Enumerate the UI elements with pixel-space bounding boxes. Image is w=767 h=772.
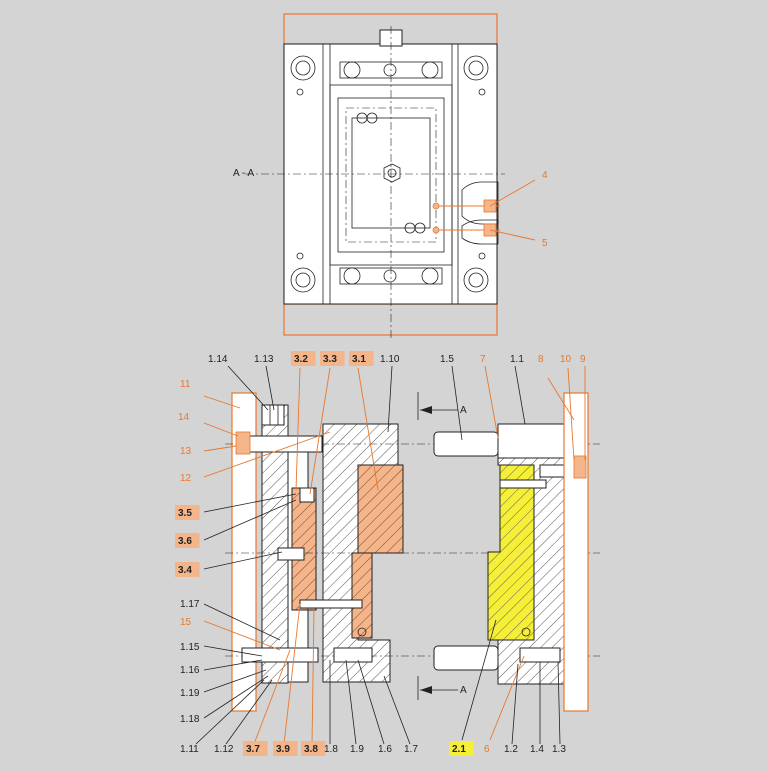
core-plate xyxy=(322,423,399,683)
callout-5: 5 xyxy=(542,238,548,249)
label-row-bottom: 1.11 1.12 3.7 3.9 3.8 1.8 1.9 1.6 1.7 2.1 6 1.2 1.4 1… xyxy=(180,741,566,756)
left-label-11: 1.19 xyxy=(180,688,200,699)
bottom-badge-4 xyxy=(301,741,326,756)
guide-pillar-tr xyxy=(463,55,489,81)
left-label-7: 1.17 xyxy=(180,599,200,610)
top-label-4: 3.1 xyxy=(352,354,366,365)
clamp-plate-9 xyxy=(563,392,589,712)
left-badge-6 xyxy=(175,562,200,577)
section-label: A - A xyxy=(233,168,254,179)
top-label-11: 9 xyxy=(580,354,586,365)
top-label-6: 1.5 xyxy=(440,354,454,365)
left-label-4: 3.5 xyxy=(178,508,192,519)
callout-4: 4 xyxy=(542,170,548,181)
top-label-9: 8 xyxy=(538,354,544,365)
bottom-label-11: 1.2 xyxy=(504,744,518,755)
guide-pillar-bl xyxy=(290,267,316,293)
leader-lines xyxy=(195,365,586,745)
cavity-insert-2-1 xyxy=(487,464,535,641)
top-label-8: 1.1 xyxy=(510,354,524,365)
bottom-label-13: 1.3 xyxy=(552,744,566,755)
top-label-3: 3.3 xyxy=(323,354,337,365)
top-badge-2 xyxy=(291,351,316,366)
bottom-label-5: 1.8 xyxy=(324,744,338,755)
bottom-badge-9 xyxy=(449,741,474,756)
top-label-10: 10 xyxy=(560,354,572,365)
left-label-9: 1.15 xyxy=(180,642,200,653)
left-label-0: 11 xyxy=(180,379,191,390)
leader-pin-top xyxy=(433,431,499,457)
left-label-5: 3.6 xyxy=(178,536,192,547)
bottom-label-6: 1.9 xyxy=(350,744,364,755)
bottom-label-0: 1.11 xyxy=(180,744,199,755)
core-insert-3-1 xyxy=(357,464,404,554)
sprue-hex xyxy=(383,163,401,183)
label-row-top: 1.14 1.13 3.2 3.3 3.1 1.10 1.5 7 1.1 8 10 9 xyxy=(208,351,586,366)
bottom-label-2: 3.7 xyxy=(246,744,260,755)
top-badge-4 xyxy=(349,351,374,366)
top-label-5: 1.10 xyxy=(380,354,400,365)
bottom-label-8: 1.7 xyxy=(404,744,418,755)
left-label-3: 12 xyxy=(180,473,192,484)
left-badge-4 xyxy=(175,505,200,520)
bottom-label-12: 1.4 xyxy=(530,744,544,755)
bottom-badge-2 xyxy=(243,741,268,756)
bottom-label-10: 6 xyxy=(484,744,490,755)
top-view xyxy=(245,13,536,340)
bottom-label-9: 2.1 xyxy=(452,744,466,755)
cut-mark-bottom: A xyxy=(460,685,467,696)
bottom-label-1: 1.12 xyxy=(214,744,234,755)
guide-pillar-tl xyxy=(290,55,316,81)
top-label-0: 1.14 xyxy=(208,354,228,365)
left-label-1: 14 xyxy=(178,412,190,423)
left-label-8: 15 xyxy=(180,617,192,628)
left-label-2: 13 xyxy=(180,446,192,457)
section-view xyxy=(225,392,600,712)
bottom-badge-3 xyxy=(273,741,298,756)
left-label-6: 3.4 xyxy=(178,565,192,576)
bottom-label-3: 3.9 xyxy=(276,744,290,755)
label-column-left: 11 14 13 12 3.5 3.6 3.4 1.17 15 1.15 1.16 1.19 1.18 xyxy=(175,379,200,725)
bottom-label-7: 1.6 xyxy=(378,744,392,755)
leader-pin-bottom xyxy=(433,645,499,671)
top-label-2: 3.2 xyxy=(294,354,308,365)
bottom-label-4: 3.8 xyxy=(304,744,318,755)
cut-mark-top: A xyxy=(460,405,467,416)
left-label-12: 1.18 xyxy=(180,714,200,725)
top-label-1: 1.13 xyxy=(254,354,274,365)
left-badge-5 xyxy=(175,533,200,548)
top-badge-3 xyxy=(320,351,345,366)
top-label-7: 7 xyxy=(480,354,486,365)
left-label-10: 1.16 xyxy=(180,665,200,676)
guide-pillar-br xyxy=(463,267,489,293)
